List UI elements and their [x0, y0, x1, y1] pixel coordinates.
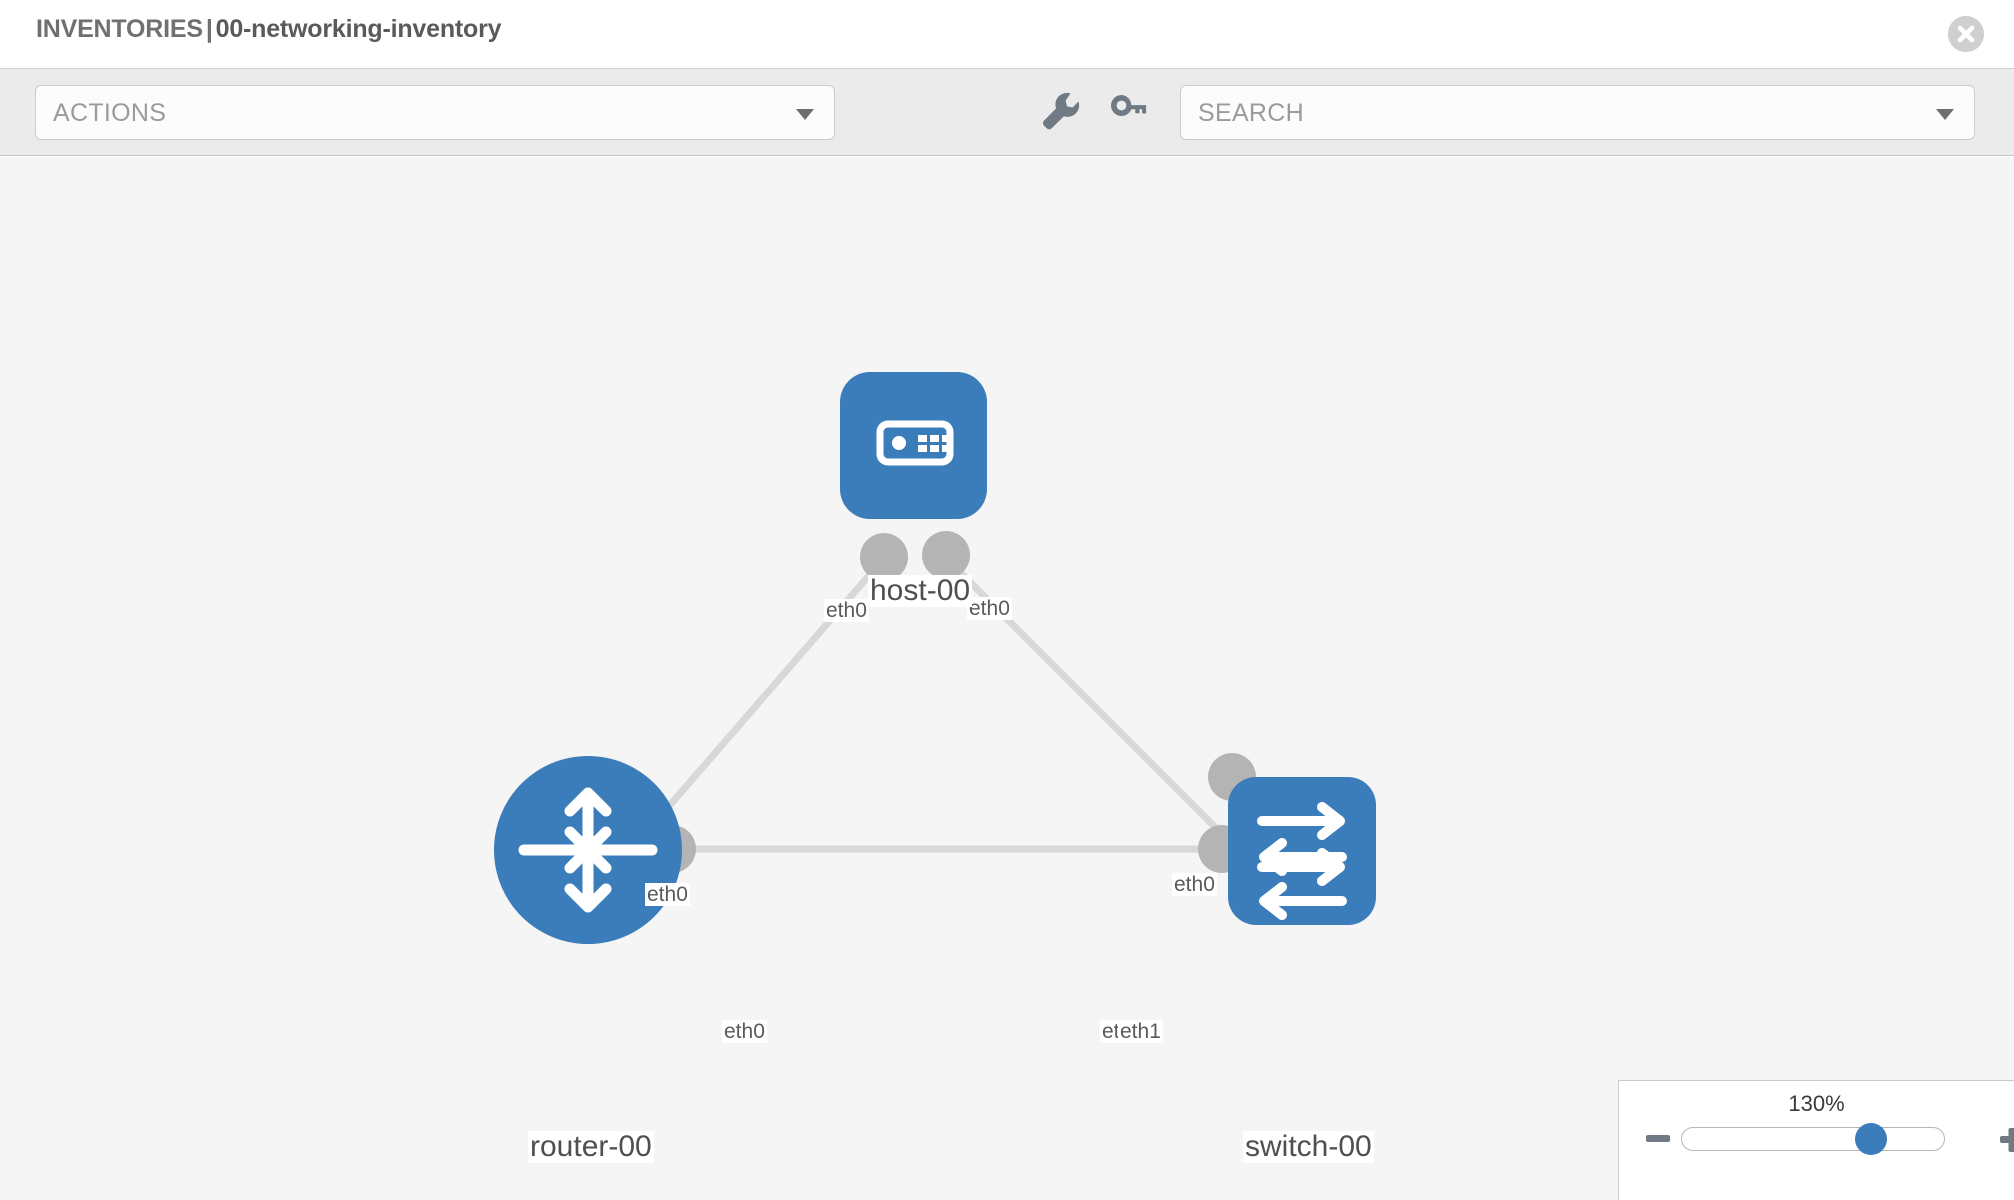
zoom-level-label: 130%	[1788, 1091, 1845, 1116]
iface-label: eth0	[824, 599, 869, 623]
port-host-right	[922, 531, 970, 579]
search-input[interactable]: SEARCH	[1180, 85, 1975, 140]
breadcrumb-root[interactable]: INVENTORIES	[36, 15, 203, 43]
chevron-down-icon[interactable]	[1936, 108, 1954, 120]
iface-label: eth0	[722, 1020, 767, 1044]
node-name-label: switch-00	[1243, 1130, 1374, 1163]
actions-dropdown-label: ACTIONS	[53, 99, 167, 127]
chevron-down-icon	[796, 108, 814, 120]
server-icon	[876, 420, 954, 466]
breadcrumb-separator: |	[205, 15, 213, 43]
zoom-slider-track[interactable]	[1681, 1123, 1945, 1155]
port-host-left	[860, 533, 908, 581]
zoom-slider-thumb[interactable]	[1854, 1123, 1887, 1155]
iface-label: eth1	[1118, 1020, 1163, 1044]
close-icon[interactable]	[1948, 16, 1984, 52]
wrench-icon[interactable]	[1037, 87, 1083, 139]
zoom-control-panel: 130%	[1618, 1080, 2014, 1200]
key-icon[interactable]	[1104, 87, 1150, 139]
switch-arrows-icon	[1257, 802, 1347, 920]
iface-label: eth0	[645, 883, 690, 907]
node-host-00	[840, 372, 987, 519]
breadcrumb-current: 00-networking-inventory	[215, 15, 502, 43]
toolbar: ACTIONS SEARCH	[0, 68, 2014, 156]
node-name-label: router-00	[528, 1130, 654, 1163]
node-router-00	[494, 756, 682, 944]
page-header: INVENTORIES|00-networking-inventory	[0, 0, 2014, 68]
router-arrows-icon	[518, 787, 658, 913]
topology-canvas[interactable]: eth0 eth0 eth0 eth0 eth0 eth0 eth1 host-…	[0, 157, 2014, 1200]
iface-label: eth0	[1172, 873, 1217, 897]
breadcrumb: INVENTORIES|00-networking-inventory	[36, 15, 502, 44]
actions-dropdown[interactable]: ACTIONS	[35, 85, 835, 140]
node-switch-00	[1228, 777, 1376, 925]
node-name-label: host-00	[868, 574, 973, 607]
iface-label: eth0	[967, 597, 1012, 621]
search-placeholder-label: SEARCH	[1198, 99, 1304, 127]
topology-svg	[494, 372, 1376, 944]
